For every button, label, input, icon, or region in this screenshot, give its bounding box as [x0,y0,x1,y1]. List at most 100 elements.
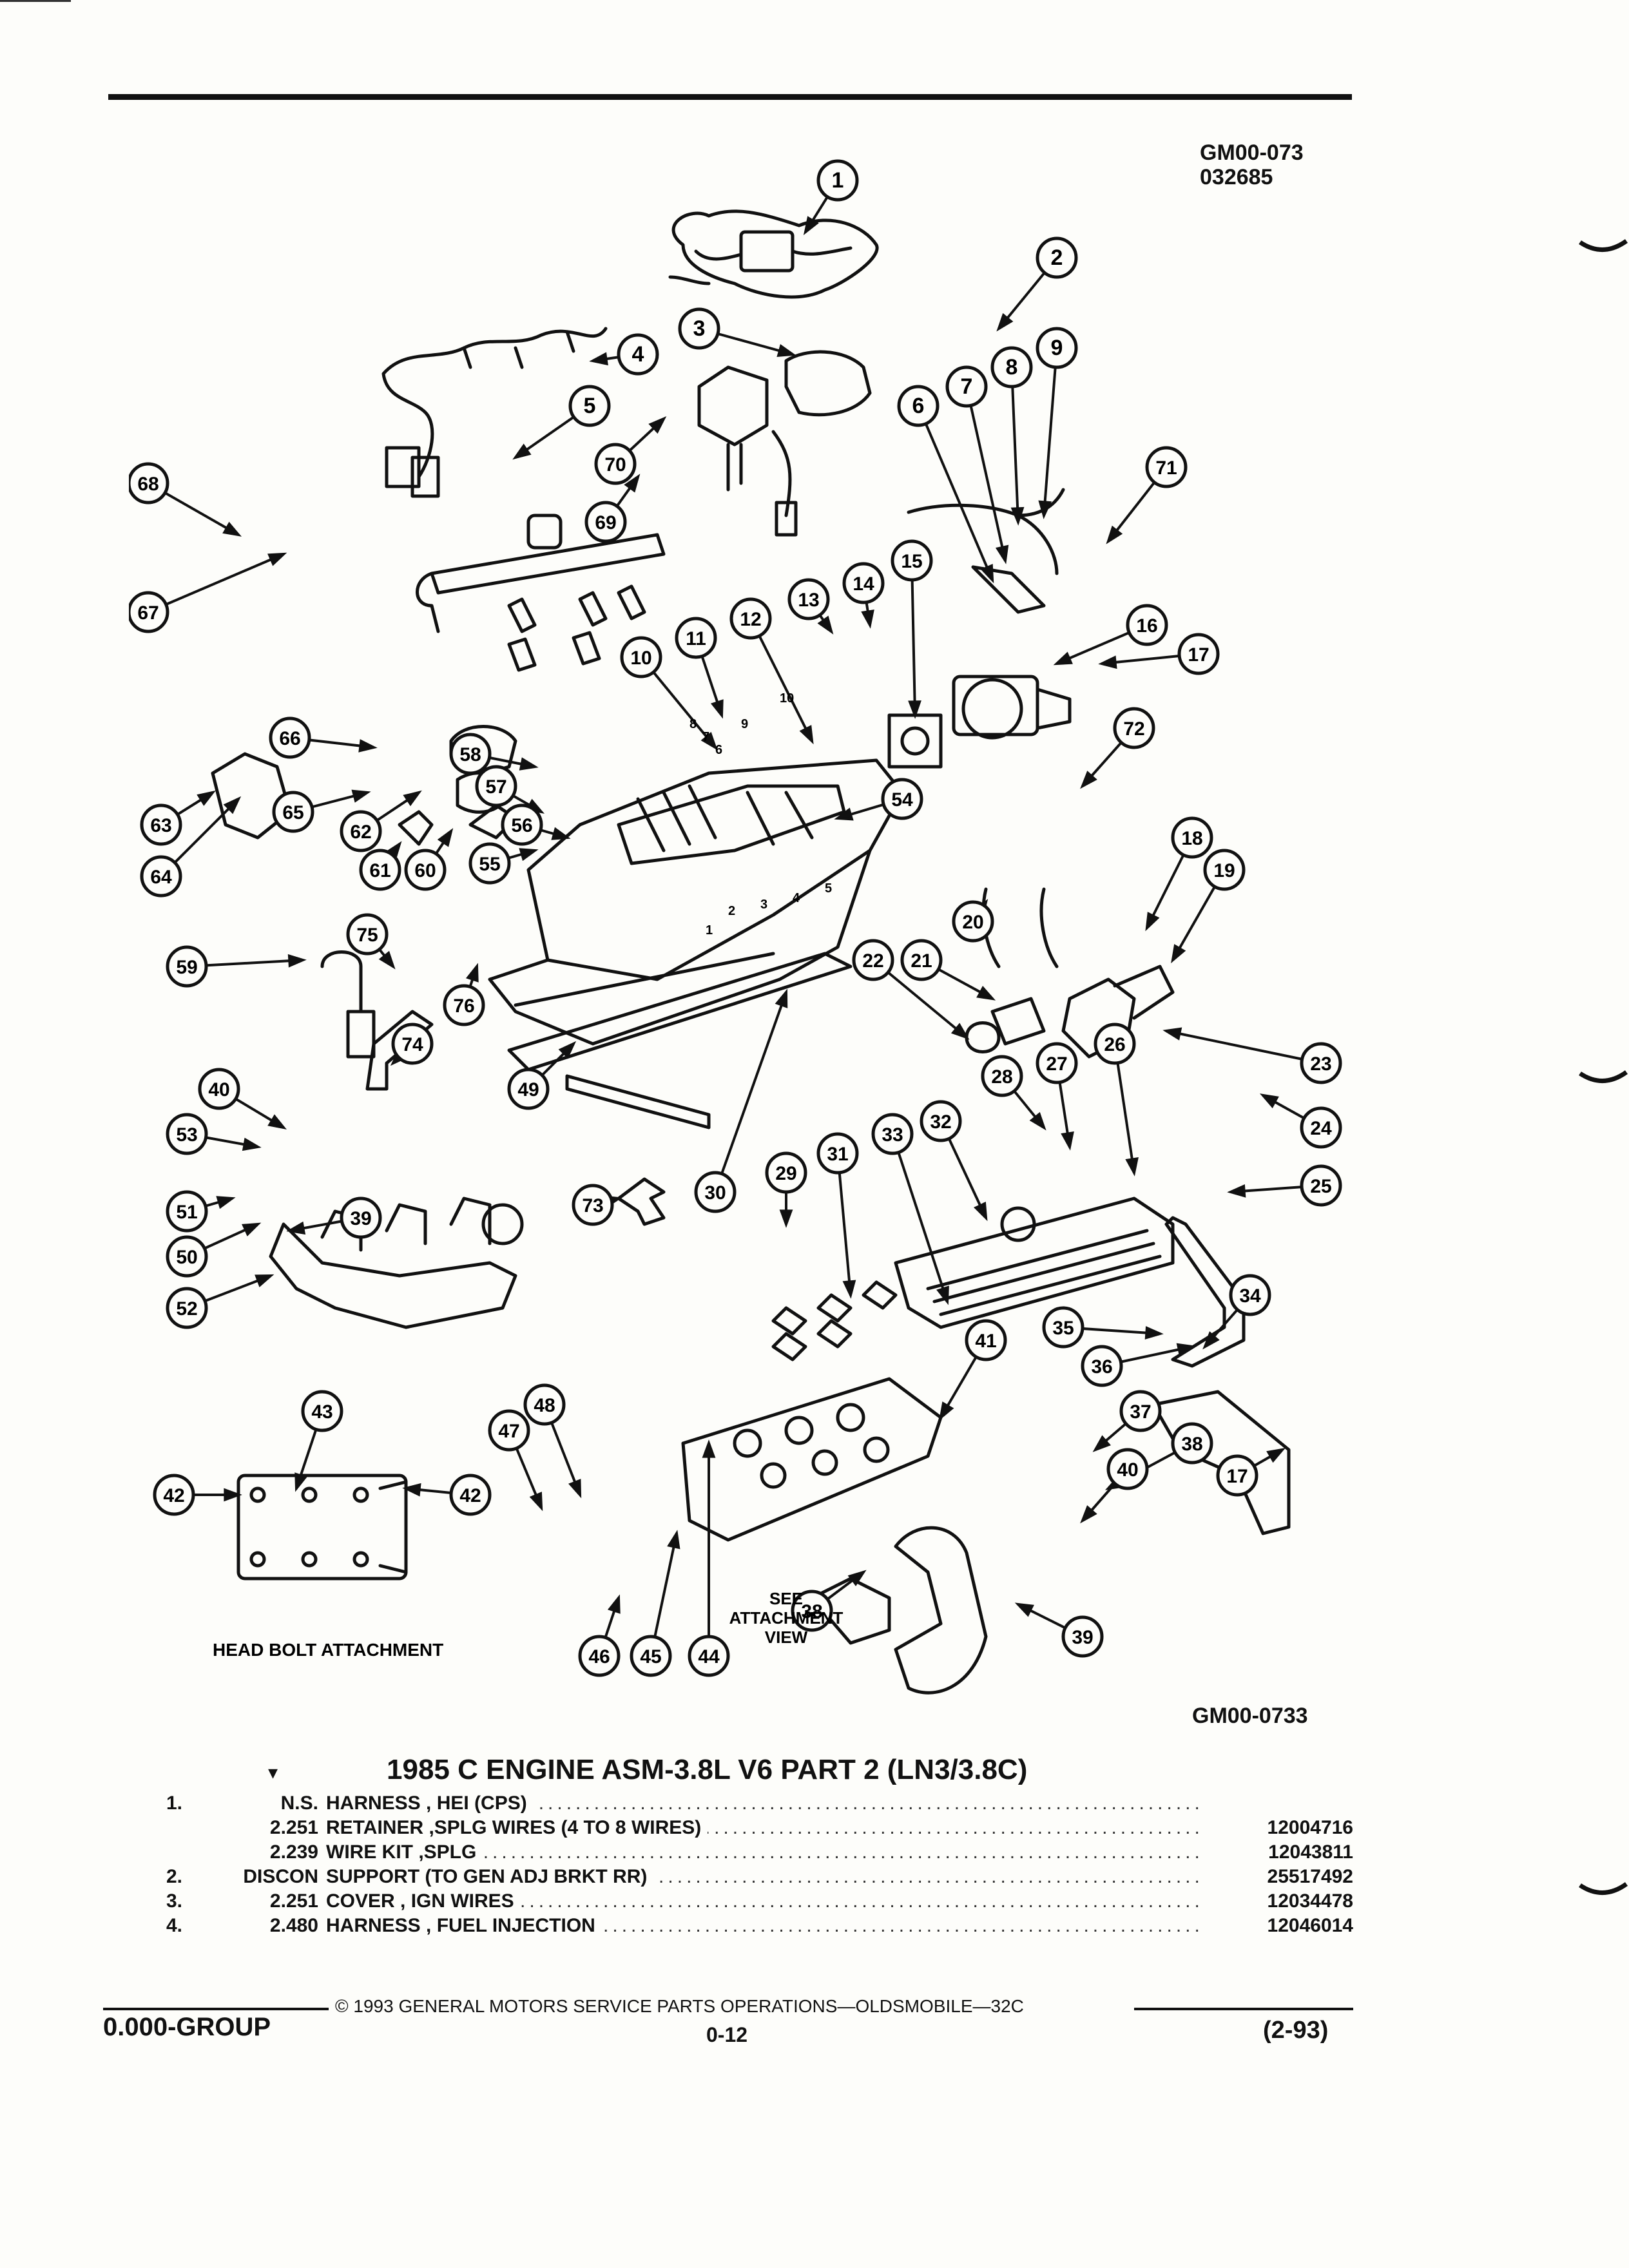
item-part-number: 12034478 [1267,1890,1353,1912]
svg-text:40: 40 [208,1079,229,1100]
leader-line-23 [1166,1030,1322,1064]
leader-arrowhead-37 [1092,1435,1111,1452]
callout-74: 74 [391,1023,434,1065]
svg-text:31: 31 [827,1144,848,1165]
leader-arrowhead-70 [648,416,667,434]
leader-arrowhead-19 [1171,944,1186,964]
leader-arrowhead-34 [1202,1331,1220,1350]
leader-arrowhead-69 [624,474,641,493]
callout-70: 70 [594,443,637,485]
part-21 [990,997,1046,1046]
leader-line-31 [836,1153,852,1296]
svg-text:18: 18 [1181,828,1202,849]
part-intake-manifold [488,758,904,1046]
callout-49: 49 [507,1068,550,1110]
part-pipe-24 [1164,1216,1246,1368]
svg-text:42: 42 [163,1485,184,1506]
parts-list-title: 1985 C ENGINE ASM-3.8L V6 PART 2 (LN3/3.… [387,1754,1028,1785]
callout-72: 72 [1113,707,1155,749]
item-part-number: 25517492 [1267,1866,1353,1887]
callout-26: 26 [1094,1023,1136,1065]
svg-text:46: 46 [588,1646,610,1667]
callout-37: 37 [1119,1390,1162,1432]
callout-51: 51 [166,1190,208,1233]
svg-text:72: 72 [1123,718,1144,740]
svg-text:17: 17 [1226,1466,1248,1487]
part-distributor [697,365,798,537]
callout-4: 4 [617,333,659,376]
svg-text:21: 21 [911,950,932,972]
callout-22: 22 [852,939,894,981]
callout-42b: 42 [449,1474,492,1516]
svg-text:54: 54 [891,789,913,811]
item-number: 1. [166,1792,183,1814]
svg-text:43: 43 [311,1401,333,1423]
svg-text:20: 20 [962,912,983,933]
leader-arrowhead-14 [861,610,874,629]
leader-arrowhead-47 [529,1492,543,1512]
leader-arrowhead-24 [1259,1093,1279,1109]
svg-text:32: 32 [930,1111,951,1133]
leader-arrowhead-72 [1080,771,1097,789]
leader-arrowhead-17 [1098,655,1117,669]
svg-text:11: 11 [686,628,706,649]
callout-25: 25 [1300,1164,1342,1207]
leader-arrowhead-52 [255,1274,275,1287]
part-cylinder-head [681,1377,943,1542]
svg-text:73: 73 [582,1195,603,1216]
svg-text:4: 4 [632,342,644,367]
binding-tick [1579,239,1628,252]
part-manifold-gasket [507,952,853,1072]
list-bullet: ▾ [268,1762,278,1783]
leader-arrowhead-36 [1176,1343,1196,1356]
leader-arrowhead-6 [980,564,994,584]
callout-42: 42 [153,1474,195,1516]
callout-76: 76 [443,984,485,1026]
svg-text:40: 40 [1117,1459,1138,1481]
callout-64: 64 [140,855,182,898]
svg-text:27: 27 [1046,1053,1067,1075]
leader-arrowhead-76 [465,963,479,983]
manifold-mark: 3 [760,898,767,912]
leader-arrowhead-66 [358,739,378,753]
svg-text:1: 1 [832,168,844,193]
part-head-bolt-view [236,1474,408,1581]
manifold-mark: 1 [706,923,713,937]
callout-29: 29 [765,1151,807,1194]
leader-arrowhead-4 [589,352,608,366]
leader-arrowhead-1 [803,216,819,235]
leader-arrowhead-25 [1227,1184,1246,1198]
part-exhaust-left [269,1196,524,1329]
svg-text:48: 48 [534,1395,555,1416]
leader-arrowhead-23 [1162,1027,1182,1041]
svg-text:64: 64 [150,867,172,888]
head-bolt-attachment-label: HEAD BOLT ATTACHMENT [213,1640,443,1660]
callout-3: 3 [678,307,720,350]
svg-text:7: 7 [961,374,973,399]
leader-arrowhead-41 [939,1401,954,1421]
leader-arrowhead-8 [1010,506,1025,526]
item-code: 2.251 [269,1890,318,1912]
callout-61: 61 [359,849,401,891]
svg-text:45: 45 [640,1646,661,1667]
callout-50: 50 [166,1235,208,1278]
callout-39: 39 [1061,1615,1104,1658]
manifold-mark: 7 [702,730,709,744]
callout-36: 36 [1081,1345,1123,1387]
svg-text:6: 6 [912,394,925,418]
part-fuel-harness [381,327,608,498]
leader-arrowhead-38b [847,1570,867,1586]
svg-text:30: 30 [704,1182,726,1204]
svg-text:68: 68 [137,474,159,495]
callout-63: 63 [140,803,182,846]
svg-text:49: 49 [517,1079,539,1100]
leader-arrowhead-30 [775,988,788,1008]
callout-40: 40 [1106,1448,1149,1490]
callout-60: 60 [404,849,447,891]
part-thermostat [965,1021,1001,1053]
footer-date: (2-93) [1263,2017,1329,2044]
leader-arrowhead-26 [1125,1157,1139,1177]
leader-arrowhead-39 [1014,1602,1034,1617]
callout-31: 31 [816,1132,859,1175]
part-ign-cover [784,350,872,417]
